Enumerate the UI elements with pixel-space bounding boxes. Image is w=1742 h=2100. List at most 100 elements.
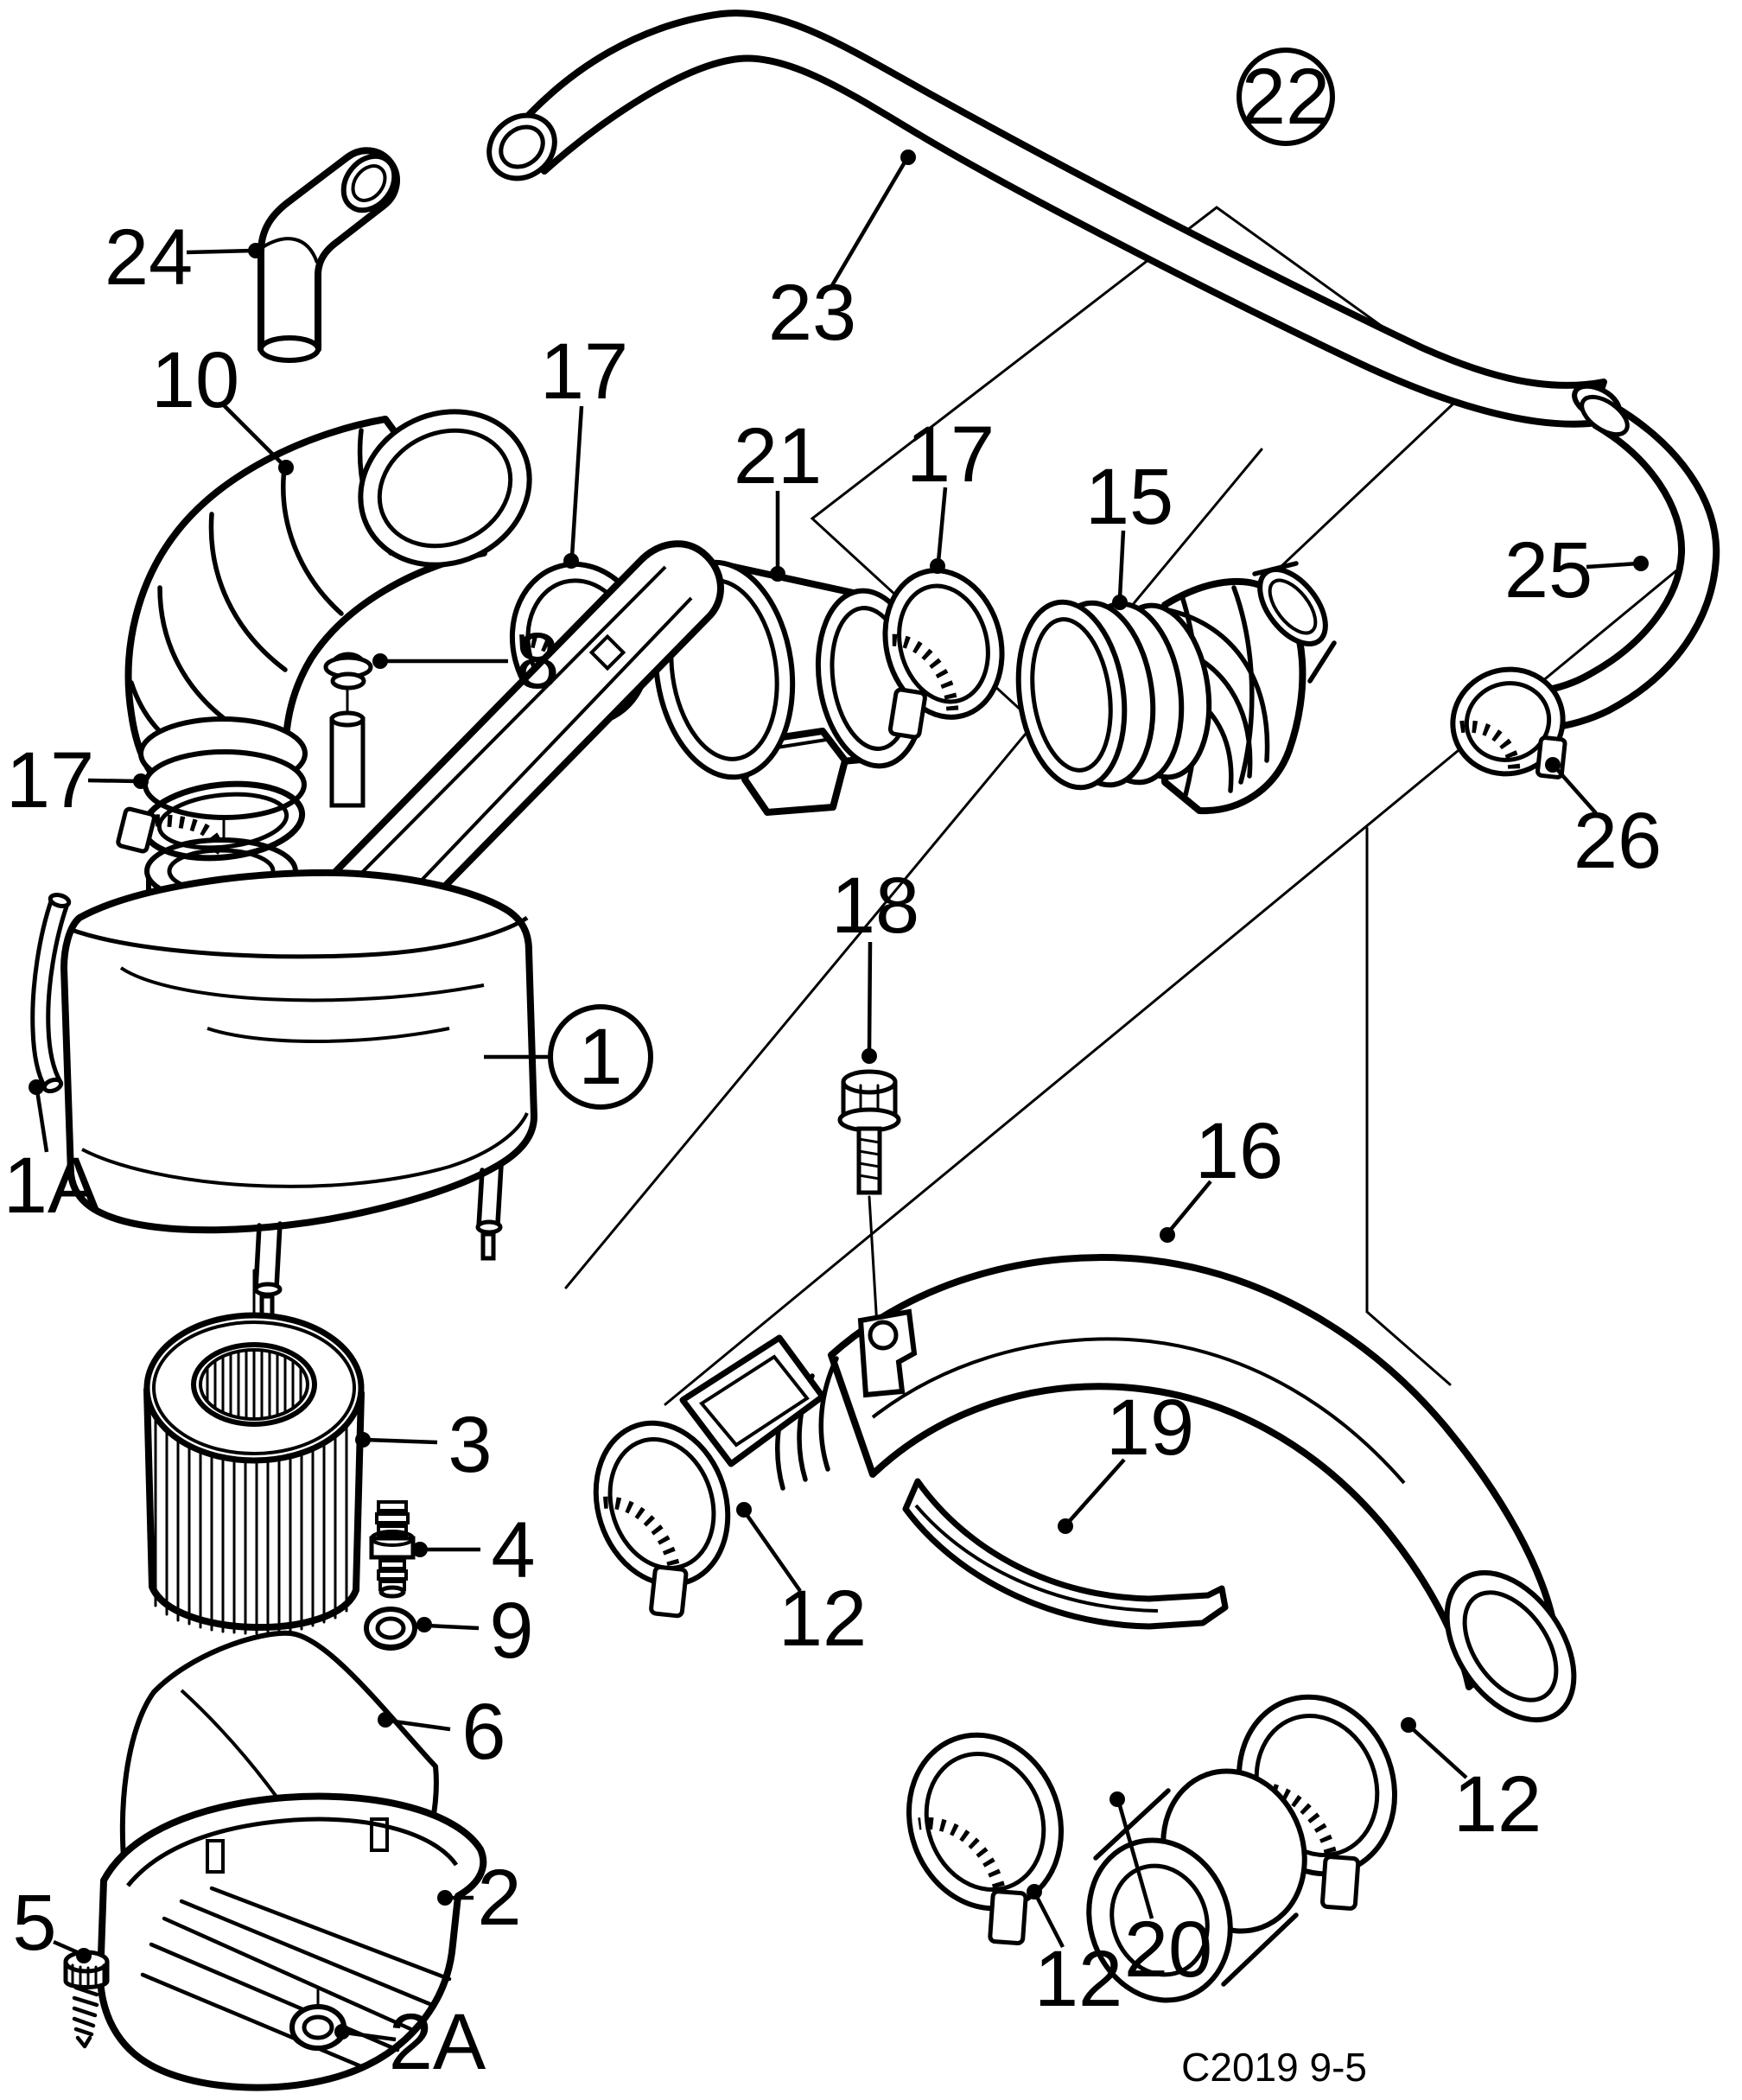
- duct-bracket: [857, 1308, 918, 1398]
- leader-dot: [770, 566, 785, 582]
- mounting-leg-a: [253, 1221, 283, 1325]
- corrugated-elbow-10: [124, 409, 532, 820]
- housing-body: [60, 869, 537, 1234]
- leader-line: [1117, 530, 1126, 599]
- flange-bolt-18: [837, 1069, 901, 1195]
- leader-line: [1066, 1458, 1126, 1524]
- duct-inlet: [679, 1334, 826, 1467]
- leader-dot: [1027, 1884, 1042, 1900]
- callout-3-16: 3: [355, 1401, 493, 1489]
- leader-dot: [1058, 1518, 1073, 1534]
- part-number-label: 5: [12, 1879, 56, 1967]
- hose-clamp-12a: [1236, 1694, 1398, 1911]
- balloon-circle: [548, 1004, 653, 1110]
- lower-housing-2: [97, 1792, 487, 2091]
- leader-line: [1554, 766, 1598, 815]
- part-number-label: 26: [1574, 797, 1662, 885]
- leader-dot: [1160, 1227, 1175, 1243]
- vent-hose-23: [486, 10, 1622, 428]
- leader-dot: [861, 1048, 877, 1064]
- part-number-label: 17: [6, 736, 94, 824]
- leader-dot: [133, 773, 149, 789]
- leader-dot: [378, 1712, 393, 1728]
- callout-4-17: 4: [412, 1506, 536, 1594]
- snorkel: [282, 540, 724, 964]
- callout-23-6: 23: [768, 150, 916, 357]
- air-cleaner-housing-1: [60, 540, 724, 1325]
- leader-dot: [372, 653, 388, 669]
- part-number-label: 2A: [389, 1998, 486, 2086]
- drain-nipple-4: [369, 1500, 416, 1599]
- callout-20-24: 20: [1109, 1791, 1212, 1994]
- filter-pleats: [154, 1417, 348, 1635]
- part-number-label: 20: [1124, 1906, 1212, 1994]
- part-number-label: 16: [1195, 1107, 1283, 1195]
- leader-line: [1586, 561, 1639, 570]
- callout-17-4: 17: [906, 410, 995, 574]
- hose-clamp-17b: [882, 568, 1005, 740]
- mounting-leg-b: [475, 1162, 504, 1261]
- hose-clamp-26: [1450, 666, 1567, 780]
- callout-15-5: 15: [1085, 453, 1173, 610]
- part-number-label: 23: [768, 269, 856, 357]
- part-number-label: 24: [105, 213, 193, 302]
- rub-strip-19: [902, 1478, 1229, 1630]
- leader-line: [1167, 1180, 1212, 1233]
- leader-dot: [563, 553, 579, 569]
- leader-line: [830, 159, 907, 289]
- leader-line: [936, 487, 948, 563]
- part-number-label: 10: [151, 336, 239, 424]
- leader-line: [1409, 1726, 1468, 1779]
- callout-18-12: 18: [831, 862, 919, 1064]
- part-number-label: 15: [1085, 453, 1173, 541]
- leader-line: [1034, 1893, 1065, 1949]
- part-number-label: 17: [540, 328, 628, 416]
- callout-6-19: 6: [378, 1688, 506, 1776]
- drawing-code: C2019 9-5: [1181, 2045, 1367, 2090]
- drain-tube-1A: [30, 893, 72, 1094]
- tray-ribs: [140, 1886, 452, 2070]
- callout-2-20: 2: [437, 1854, 522, 1942]
- leader-line: [186, 248, 254, 255]
- leader-line: [87, 778, 139, 784]
- section-line-right: [1365, 826, 1452, 1386]
- callout-2A-22: 2A: [334, 1998, 486, 2086]
- duct-end-collar: [1444, 1569, 1577, 1723]
- leader-dot: [334, 2024, 350, 2040]
- leader-dot: [76, 1948, 92, 1963]
- balloon-1: 1: [484, 1004, 653, 1110]
- leader-line: [426, 1623, 480, 1631]
- part-number-label: 2: [477, 1854, 521, 1942]
- callout-8-9: 8: [372, 617, 560, 705]
- part-number-label: 3: [448, 1401, 492, 1489]
- grommet-9: [364, 1607, 417, 1651]
- part-number-label: 12: [779, 1575, 867, 1663]
- part-number-label: 18: [831, 862, 919, 950]
- filter-element-3: [143, 1312, 365, 1635]
- leader-line: [35, 1090, 49, 1153]
- balloon-circle: [1237, 48, 1335, 146]
- part-number-label: 12: [1034, 1935, 1122, 2023]
- callout-12-25: 12: [1027, 1884, 1122, 2023]
- filter-core-hatch: [206, 1348, 302, 1421]
- callout-1A-11: 1A: [3, 1079, 101, 1230]
- leader-dot: [412, 1542, 428, 1557]
- leader-line: [387, 1718, 451, 1732]
- stud-sleeve: [329, 716, 366, 808]
- leader-line: [569, 405, 584, 557]
- callout-12-23: 12: [1401, 1717, 1542, 1849]
- callout-24-0: 24: [105, 213, 264, 302]
- callout-12-15: 12: [736, 1502, 867, 1663]
- callout-17-10: 17: [6, 736, 149, 824]
- callout-26-8: 26: [1545, 757, 1662, 885]
- part-number-label: 21: [734, 412, 822, 500]
- leader-dot: [1545, 757, 1561, 773]
- intake-elbow-24: [257, 147, 400, 363]
- callout-10-1: 10: [151, 336, 294, 475]
- callout-5-21: 5: [12, 1879, 92, 1967]
- part-number-label: 4: [491, 1506, 535, 1594]
- hose-clamp-12b: [593, 1420, 731, 1619]
- leader-dot: [1112, 595, 1128, 610]
